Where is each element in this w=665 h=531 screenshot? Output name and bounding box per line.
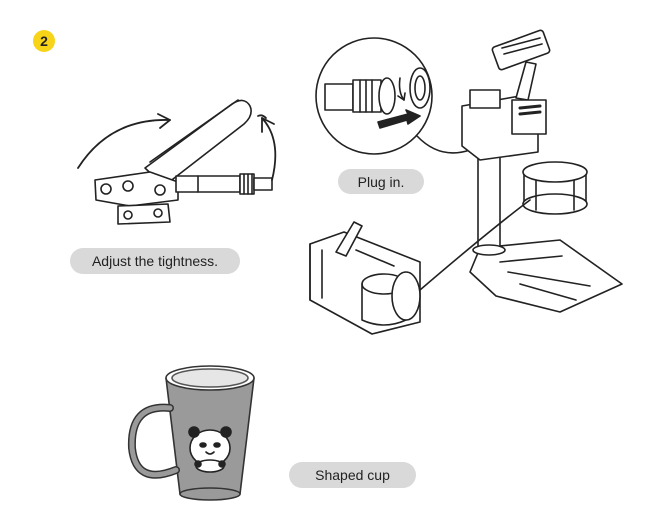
plug-in-label: Plug in. [338, 169, 424, 194]
shaped-cup-label: Shaped cup [289, 462, 416, 488]
mug-heater-cradle [309, 221, 421, 335]
toggle-clamp-illustration [77, 99, 277, 225]
plug-connector-magnified [315, 37, 471, 155]
step-number-badge: 2 [33, 30, 55, 52]
heat-press-machine [419, 29, 623, 313]
adjust-tightness-label: Adjust the tightness. [70, 248, 240, 274]
panda-decal [188, 426, 232, 473]
